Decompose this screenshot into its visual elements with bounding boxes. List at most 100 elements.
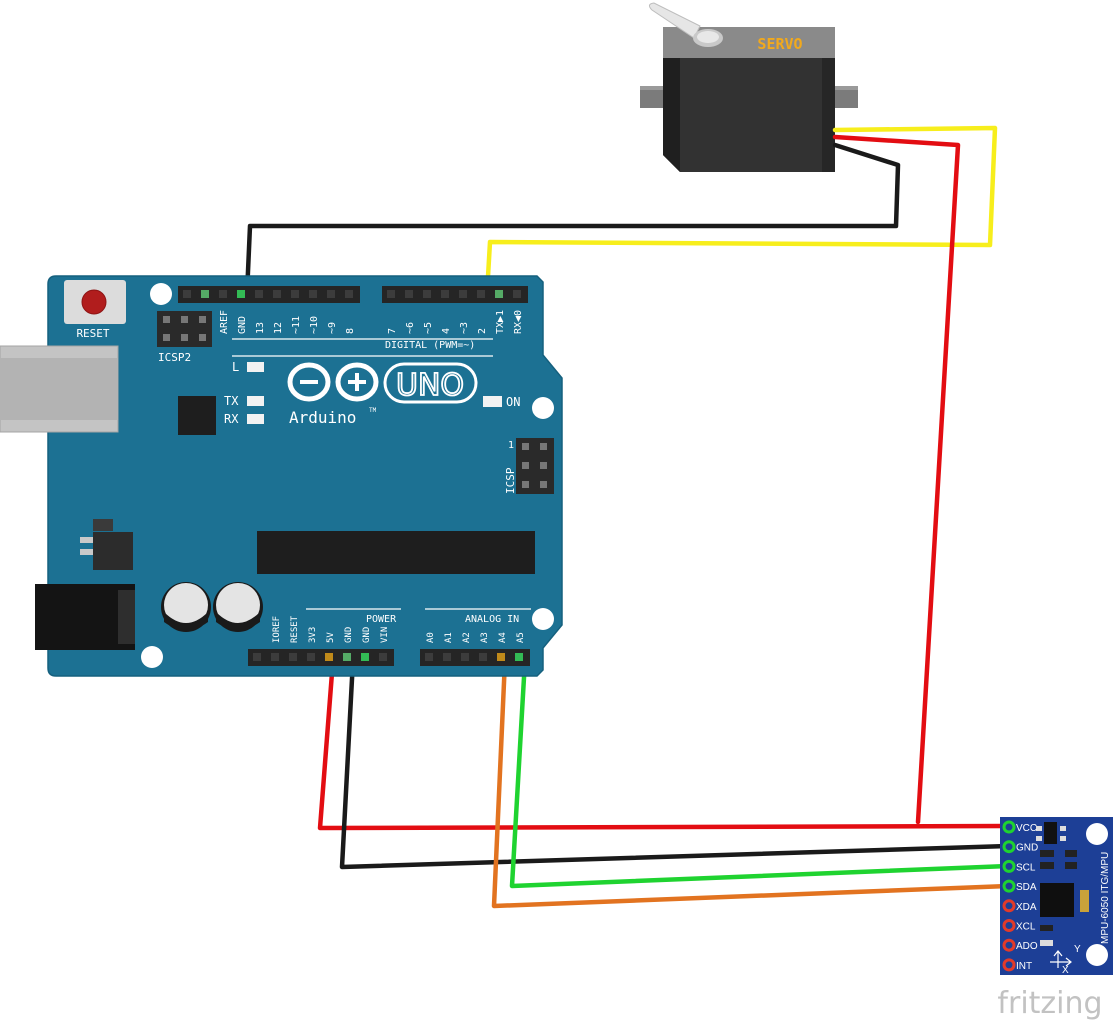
pin-label: 7 [387, 328, 398, 334]
digital-header-socket[interactable] [237, 290, 245, 298]
axis-arrows-icon [1050, 950, 1072, 968]
pin-label: ~3 [459, 322, 470, 334]
digital-header-socket[interactable] [345, 290, 353, 298]
pin-label: ~11 [291, 316, 302, 334]
atmega328-chip [257, 531, 535, 574]
mpu-pin-gnd[interactable] [1002, 840, 1016, 854]
power-header-socket[interactable] [253, 653, 261, 661]
digital-header-socket[interactable] [513, 290, 521, 298]
icsp2-label: ICSP2 [158, 351, 191, 364]
fritzing-watermark: fritzing [997, 986, 1102, 1021]
pin-label: 4 [441, 328, 452, 334]
mpu-pin-label: GND [1016, 843, 1038, 854]
analog-header-socket[interactable] [479, 653, 487, 661]
power-header [248, 649, 394, 666]
servo-label: SERVO [757, 35, 802, 53]
mpu-pin-vcc[interactable] [1002, 820, 1016, 834]
servo-motor: SERVO [640, 2, 858, 172]
arduino-logo [287, 362, 379, 402]
led-l-label: L [232, 360, 239, 374]
digital-header-socket[interactable] [255, 290, 263, 298]
capacitor-1 [161, 582, 211, 632]
pin-label: IOREF [272, 616, 282, 643]
pin-label: GND [344, 627, 354, 643]
pin-label: A2 [462, 632, 472, 643]
axis-x-label: X [1062, 965, 1069, 976]
wire-green-mpu-scl [509, 657, 1011, 889]
analog-header [420, 649, 530, 666]
mpu-pin-label: XDA [1016, 902, 1037, 913]
brand-label: Arduino [289, 408, 356, 427]
digital-header-socket[interactable] [495, 290, 503, 298]
mpu-pin-label: INT [1016, 961, 1032, 972]
pin-label: TX▶1 [495, 310, 506, 334]
digital-header-socket[interactable] [327, 290, 335, 298]
pin-label: 8 [345, 328, 356, 334]
wire-black-servo-ground [244, 142, 901, 297]
reset-button[interactable] [81, 289, 107, 315]
mpu-pin-label: VCC [1016, 823, 1037, 834]
power-header-socket[interactable] [379, 653, 387, 661]
analog-header-socket[interactable] [425, 653, 433, 661]
led-tx-label: TX [224, 394, 239, 408]
digital-header-socket[interactable] [459, 290, 467, 298]
icsp-label: ICSP [504, 467, 517, 494]
mpu-pin-sda[interactable] [1002, 879, 1016, 893]
power-header-socket[interactable] [289, 653, 297, 661]
digital-header-socket[interactable] [309, 290, 317, 298]
wires [244, 125, 1011, 909]
pin-label: GND [237, 316, 248, 334]
pin-label: AREF [219, 310, 230, 334]
mpu-pin-xda[interactable] [1002, 899, 1016, 913]
capacitor-2 [213, 582, 263, 632]
mpu-pin-label: SDA [1016, 882, 1037, 893]
mpu6050-chip [1040, 883, 1074, 917]
digital-header-socket[interactable] [219, 290, 227, 298]
mpu-pin-ado[interactable] [1002, 938, 1016, 952]
icsp2-header [157, 311, 212, 347]
wire-red-servo-power [832, 134, 961, 825]
pin-label: A4 [498, 632, 508, 643]
model-label: UNO [396, 368, 464, 403]
mpu-title: MPU-6050 ITG/MPU [1100, 852, 1111, 944]
power-header-socket[interactable] [271, 653, 279, 661]
mpu-pin-int[interactable] [1002, 958, 1016, 972]
digital-header-socket[interactable] [291, 290, 299, 298]
pin-label: A5 [516, 632, 526, 643]
wire-yellow-signal [484, 125, 998, 297]
digital-header-socket[interactable] [423, 290, 431, 298]
digital-header-socket[interactable] [405, 290, 413, 298]
led-l [247, 362, 264, 372]
digital-header-socket[interactable] [183, 290, 191, 298]
pin-label: RX◀0 [513, 310, 524, 334]
pin-label: A0 [426, 632, 436, 643]
wire-red-mpu-vcc [317, 657, 1011, 831]
power-header-socket[interactable] [325, 653, 333, 661]
axis-y-label: Y [1074, 944, 1081, 955]
digital-header-socket[interactable] [273, 290, 281, 298]
analog-header-socket[interactable] [497, 653, 505, 661]
mpu-pin-xcl[interactable] [1002, 919, 1016, 932]
analog-header-socket[interactable] [461, 653, 469, 661]
pin-label: ~5 [423, 322, 434, 334]
digital-header-socket[interactable] [441, 290, 449, 298]
pin-label: 5V [326, 632, 336, 643]
analog-header-socket[interactable] [443, 653, 451, 661]
power-header-socket[interactable] [361, 653, 369, 661]
pin-label: GND [362, 627, 372, 643]
power-header-socket[interactable] [307, 653, 315, 661]
icsp-header [516, 438, 554, 494]
digital-header-socket[interactable] [477, 290, 485, 298]
pin-label: 13 [255, 322, 266, 334]
wire-orange-mpu-sda [491, 657, 1011, 909]
trademark-label: TM [369, 407, 377, 414]
mpu-pin-scl[interactable] [1002, 859, 1016, 873]
analog-header-socket[interactable] [515, 653, 523, 661]
digital-header-socket[interactable] [201, 290, 209, 298]
digital-header-socket[interactable] [387, 290, 395, 298]
power-header-socket[interactable] [343, 653, 351, 661]
